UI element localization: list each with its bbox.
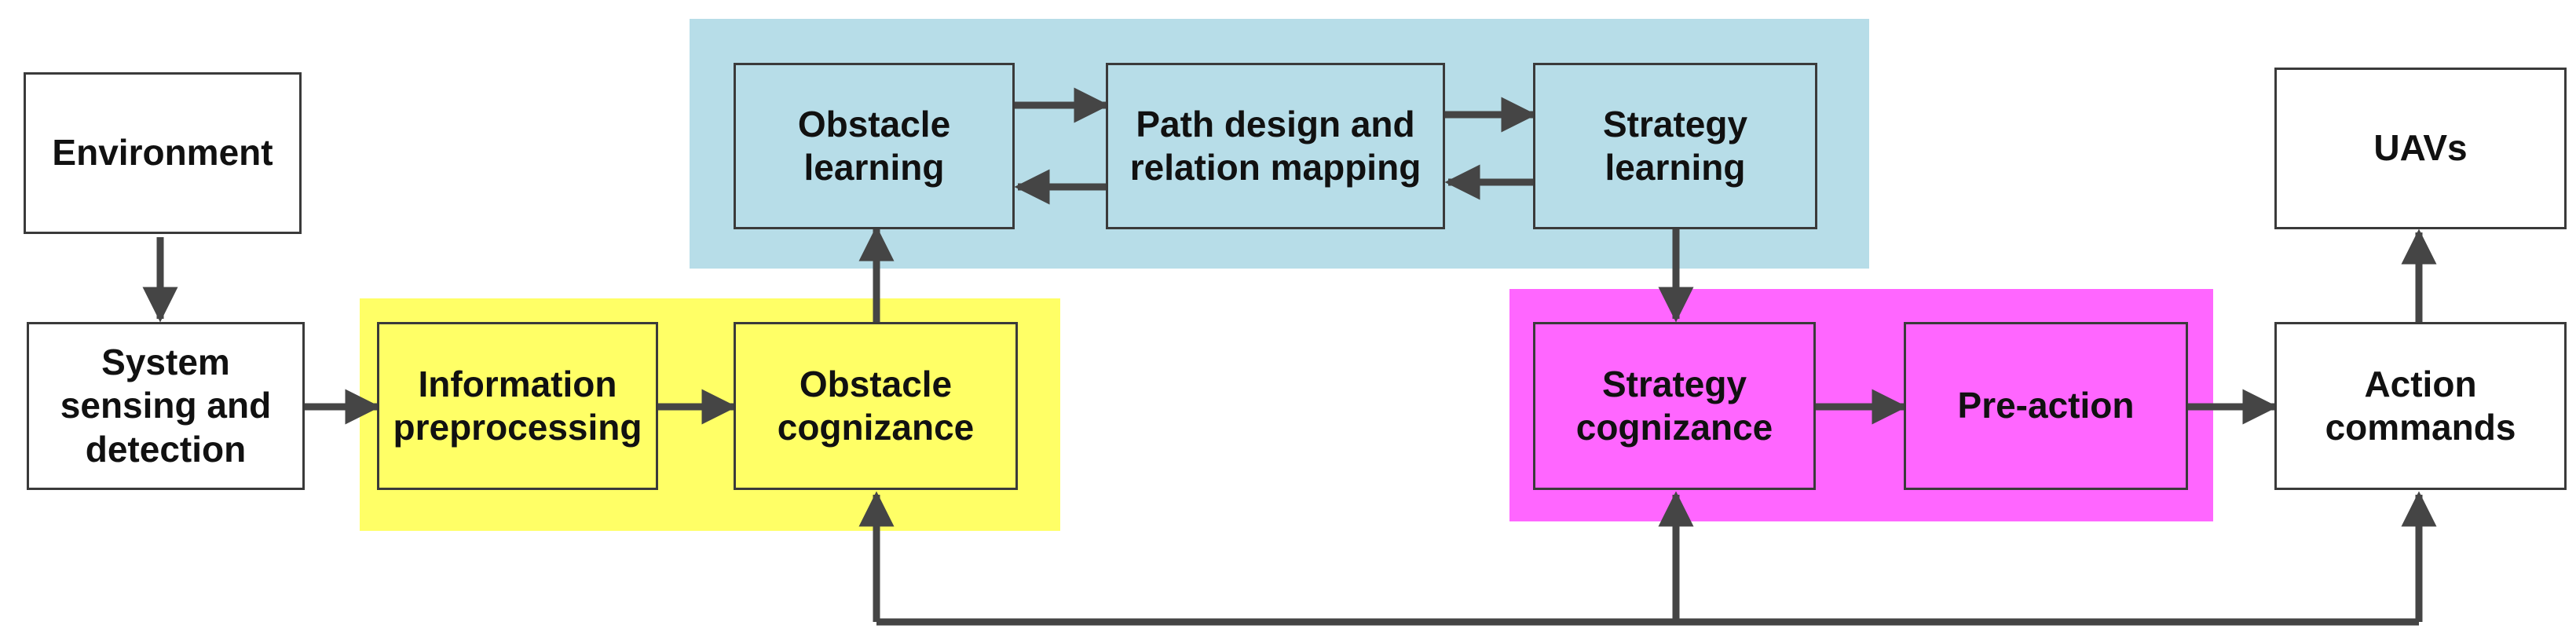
system-sensing-label: System sensing and detection <box>60 342 272 470</box>
path-design-box: Path design and relation mapping <box>1106 63 1445 229</box>
pre-action-box: Pre-action <box>1904 322 2188 490</box>
information-preprocessing-label: Information preprocessing <box>393 363 642 448</box>
environment-label: Environment <box>52 132 273 174</box>
strategy-learning-box: Strategy learning <box>1533 63 1817 229</box>
environment-box: Environment <box>24 72 302 234</box>
strategy-cognizance-label: Strategy cognizance <box>1575 363 1773 448</box>
action-commands-box: Action commands <box>2274 322 2567 490</box>
strategy-cognizance-box: Strategy cognizance <box>1533 322 1816 490</box>
obstacle-cognizance-label: Obstacle cognizance <box>777 363 975 448</box>
path-design-label: Path design and relation mapping <box>1129 103 1422 188</box>
uavs-box: UAVs <box>2274 68 2567 229</box>
obstacle-learning-label: Obstacle learning <box>797 103 951 188</box>
system-sensing-box: System sensing and detection <box>27 322 305 490</box>
information-preprocessing-box: Information preprocessing <box>377 322 658 490</box>
uavs-label: UAVs <box>2373 127 2468 169</box>
pre-action-label: Pre-action <box>1957 385 2135 426</box>
strategy-learning-label: Strategy learning <box>1602 103 1748 188</box>
obstacle-learning-box: Obstacle learning <box>734 63 1015 229</box>
action-commands-label: Action commands <box>2325 363 2516 448</box>
obstacle-cognizance-box: Obstacle cognizance <box>734 322 1018 490</box>
